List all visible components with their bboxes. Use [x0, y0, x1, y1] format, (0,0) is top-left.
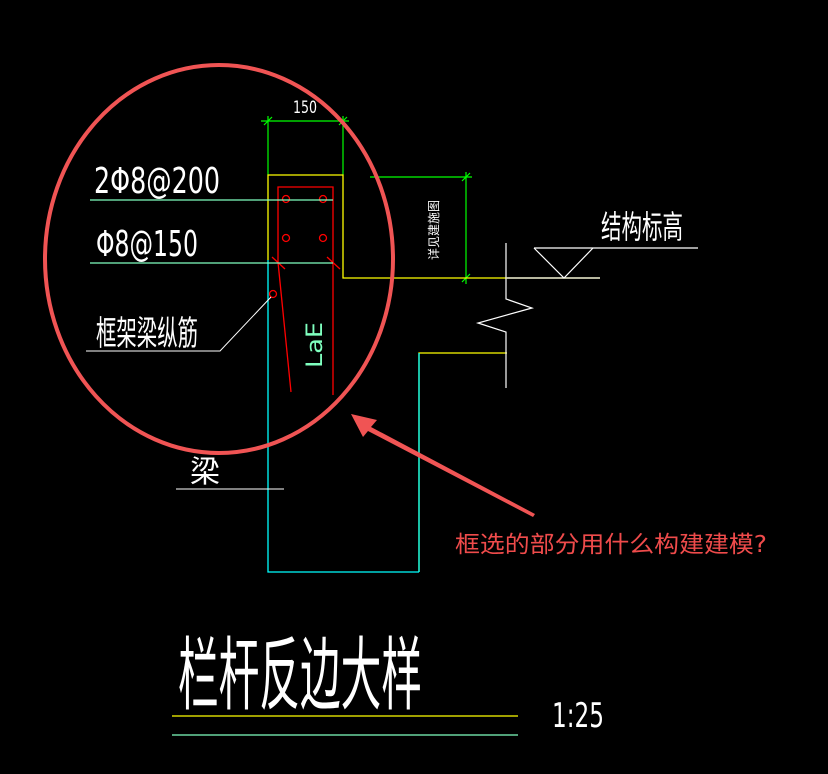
dimension-150 [261, 116, 349, 175]
annotation-arrow [351, 414, 535, 517]
leader-lines [90, 199, 333, 264]
drawing-scale: 1:25 [552, 696, 604, 736]
dimension-vertical-note: 详见建施图 [426, 200, 441, 260]
label-beam: 梁 [190, 455, 220, 490]
dimension-150-label: 150 [293, 98, 317, 118]
label-anchorage: LaE [303, 322, 328, 368]
rebar-cage [268, 186, 341, 395]
highlight-ellipse [43, 63, 395, 455]
drawing-title: 栏杆反边大样 [178, 629, 422, 722]
beam-outline [267, 260, 420, 573]
annotation-question: 框选的部分用什么构建建模? [455, 532, 767, 558]
leader-longitudinal [86, 296, 272, 352]
label-stirrup: Φ8@150 [96, 224, 198, 265]
label-longitudinal-rebar: 框架梁纵筋 [96, 314, 198, 354]
elevation-symbol [507, 247, 698, 279]
dimension-vertical [370, 172, 472, 284]
label-top-rebar: 2Φ8@200 [94, 161, 220, 202]
label-structural-elevation: 结构标高 [601, 208, 683, 246]
break-line [475, 243, 535, 388]
